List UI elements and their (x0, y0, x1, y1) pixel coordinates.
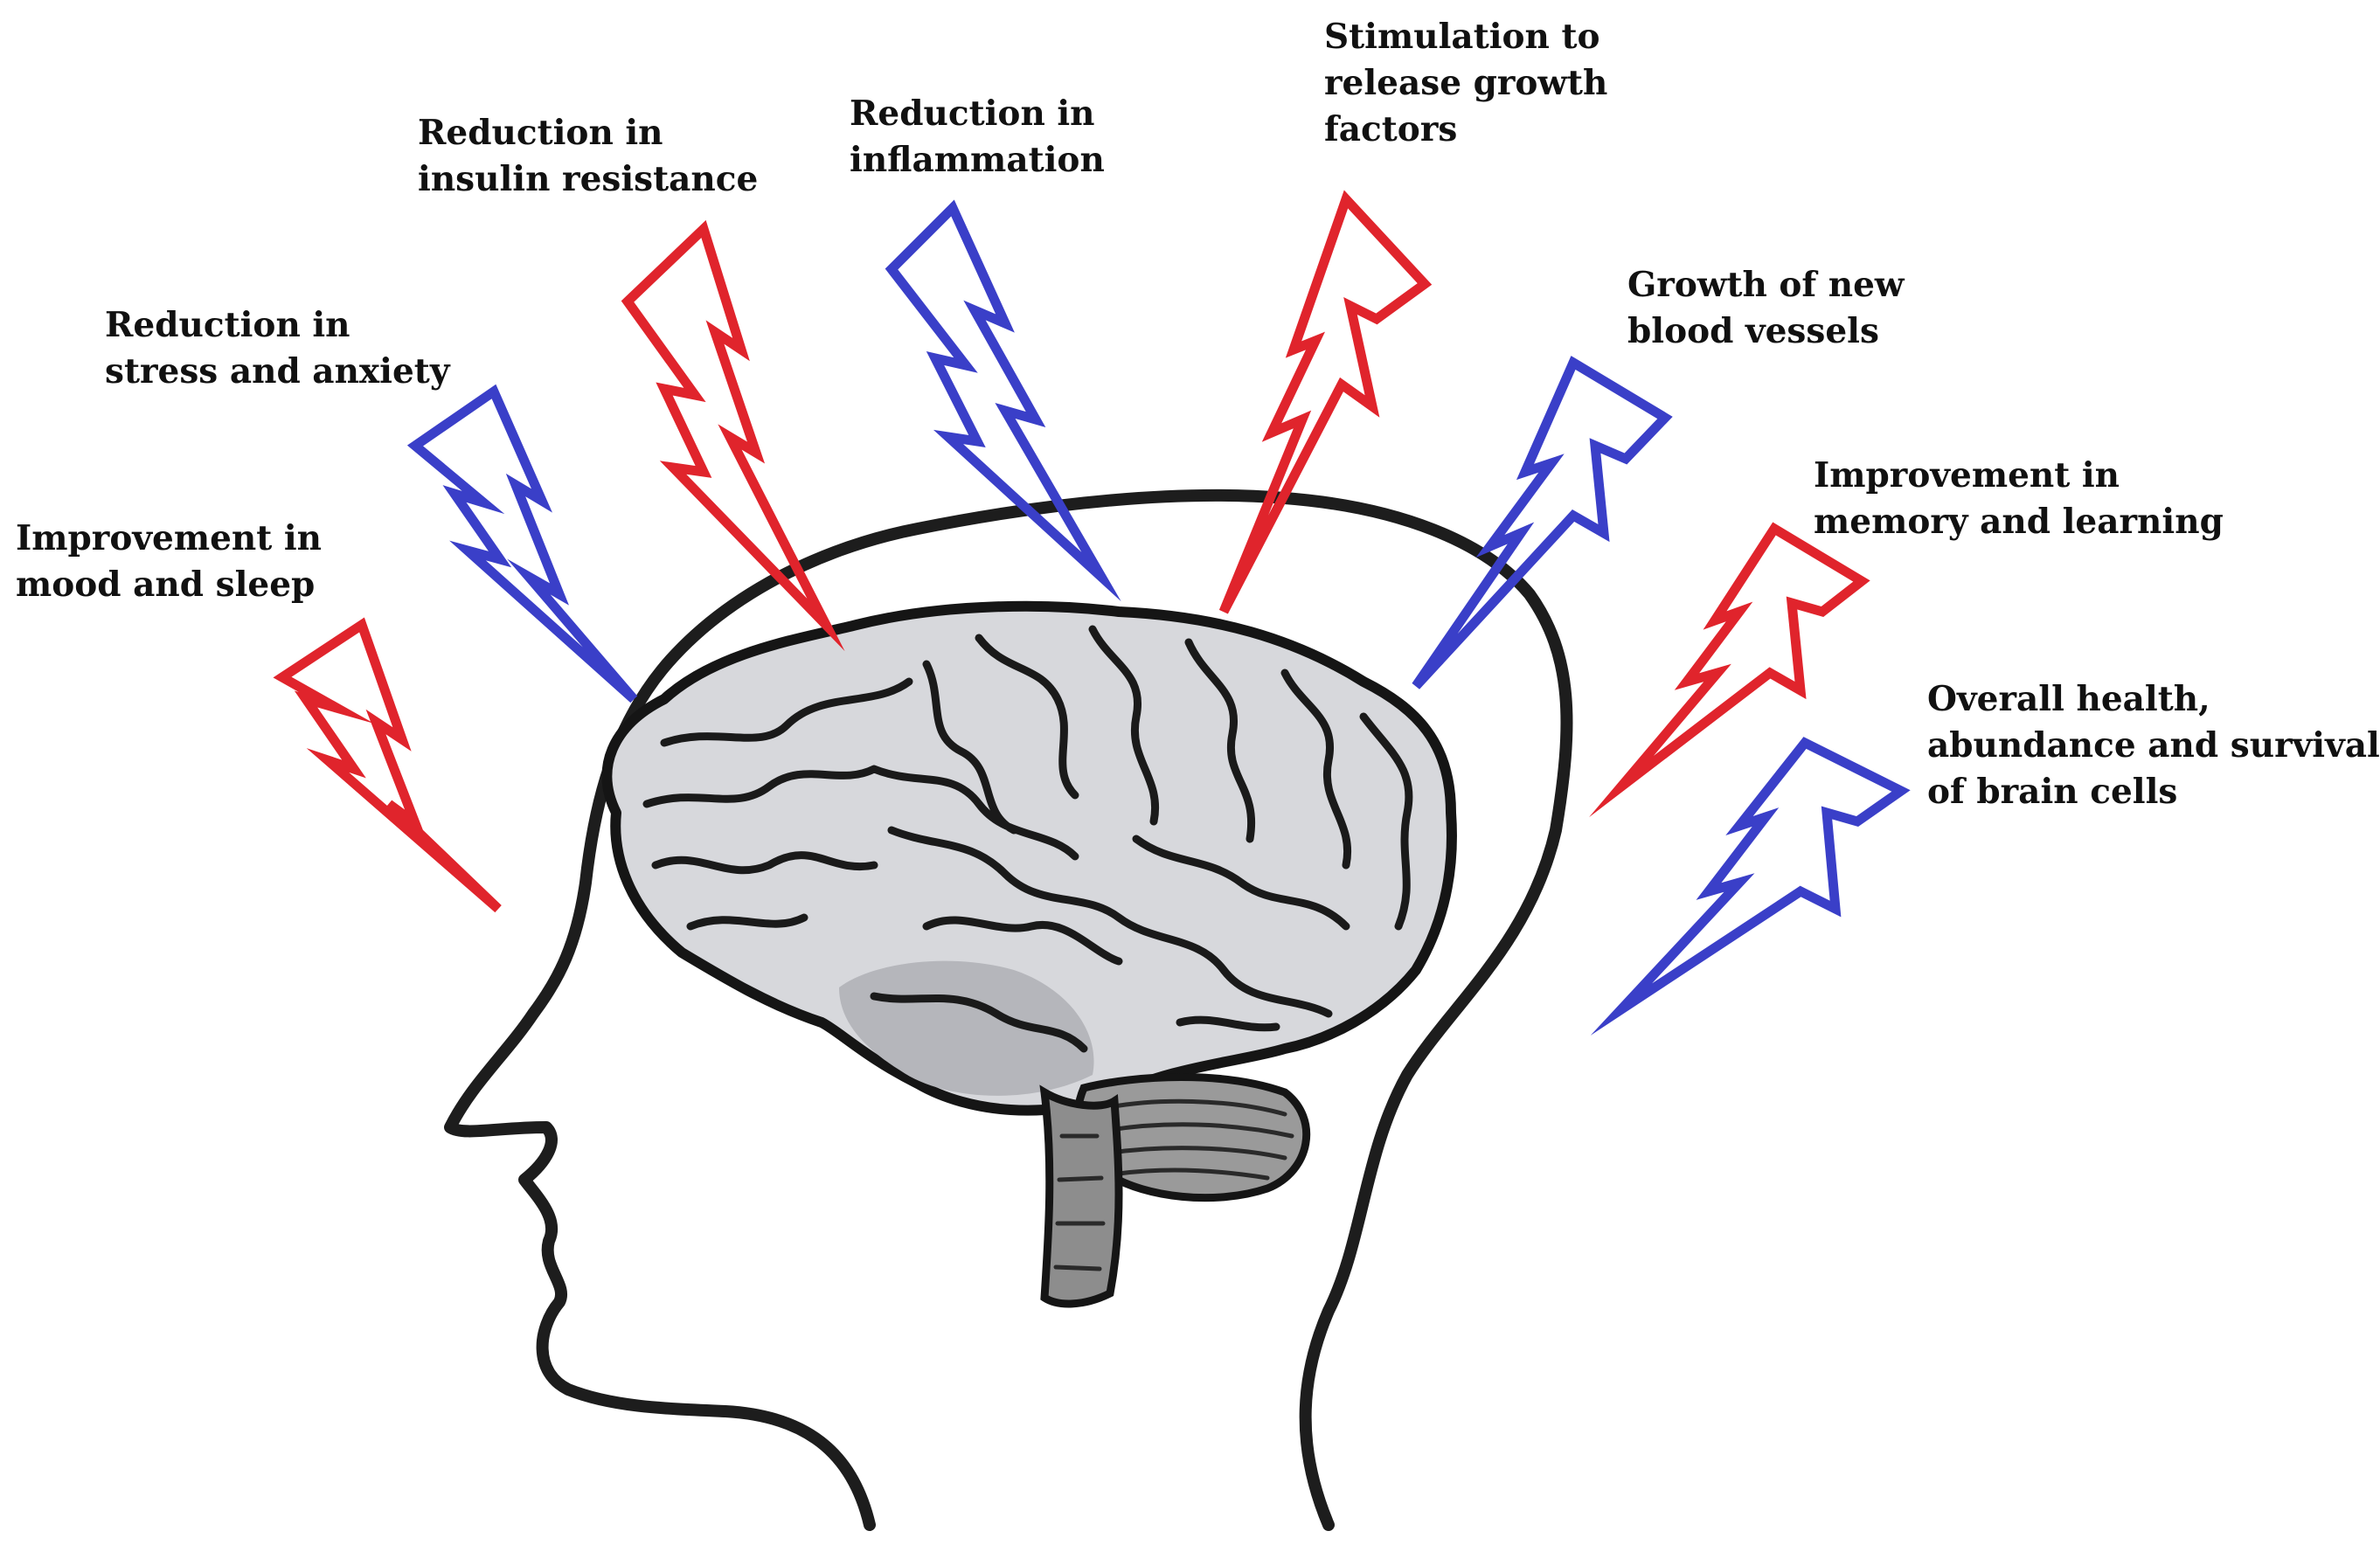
brain (601, 600, 1457, 1308)
label-stress-anxiety: Reduction in stress and anxiety (105, 302, 449, 395)
label-brain-cells-line3: of brain cells (1927, 772, 2178, 812)
label-growth-factors-line1: Stimulation to (1324, 17, 1600, 57)
temporal-lobe (839, 960, 1094, 1096)
bolt-inflammation-icon (885, 199, 1121, 602)
label-memory-learning-line1: Improvement in (1814, 455, 2120, 495)
label-insulin-line1: Reduction in (418, 113, 663, 153)
label-mood-sleep-line1: Improvement in (16, 518, 323, 558)
head-outline (444, 488, 1573, 1531)
label-growth-factors: Stimulation to release growth factors (1324, 14, 1607, 153)
label-blood-vessels-line1: Growth of new (1627, 265, 1905, 305)
brain-stem-texture (1053, 1133, 1106, 1271)
bolt-stress-anxiety-icon (406, 384, 638, 703)
label-stress-anxiety-line1: Reduction in (105, 305, 350, 345)
brain-stem (1039, 1084, 1123, 1308)
label-inflammation: Reduction in inflammation (850, 91, 1105, 184)
label-blood-vessels-line2: blood vessels (1627, 311, 1879, 351)
label-memory-learning-line2: memory and learning (1814, 502, 2224, 542)
bolt-blood-vessels-icon (1412, 356, 1673, 689)
label-insulin-line2: insulin resistance (418, 159, 759, 199)
label-brain-cells-line2: abundance and survival (1927, 725, 2380, 766)
label-blood-vessels: Growth of new blood vessels (1627, 262, 1905, 355)
label-mood-sleep-line2: mood and sleep (16, 565, 316, 605)
bolt-insulin-resistance-icon (621, 219, 845, 652)
label-inflammation-line1: Reduction in (850, 94, 1095, 134)
bolts (273, 190, 1911, 1036)
bolt-brain-cells-icon (1590, 737, 1911, 1036)
label-brain-cells-line1: Overall health, (1927, 679, 2210, 719)
label-insulin-resistance: Reduction in insulin resistance (418, 110, 758, 203)
bolt-growth-factors-icon (1218, 190, 1433, 614)
cerebellum-folds (1094, 1098, 1294, 1181)
label-growth-factors-line3: factors (1324, 109, 1458, 149)
brain-folds (642, 625, 1413, 1053)
label-mood-sleep: Improvement in mood and sleep (16, 516, 322, 608)
label-growth-factors-line2: release growth (1324, 63, 1608, 103)
bolt-mood-sleep-icon (273, 617, 502, 913)
label-stress-anxiety-line2: stress and anxiety (105, 351, 450, 391)
label-memory-learning: Improvement in memory and learning (1814, 453, 2224, 545)
bolt-memory-learning-icon (1588, 522, 1870, 818)
label-inflammation-line2: inflammation (850, 140, 1105, 180)
label-brain-cells: Overall health, abundance and survival o… (1927, 676, 2380, 815)
